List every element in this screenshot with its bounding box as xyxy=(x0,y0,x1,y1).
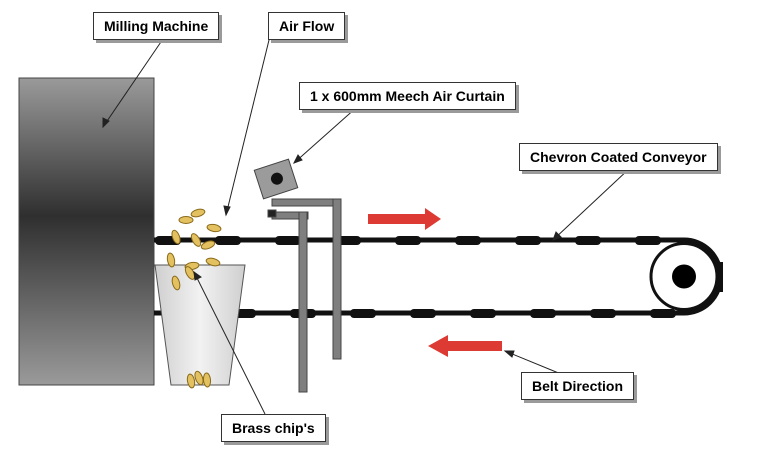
brass-chip xyxy=(186,373,196,389)
belt-cleat xyxy=(470,309,496,318)
arrow-icon-return xyxy=(428,335,502,357)
roller-icon xyxy=(649,242,723,311)
arrow-icon-forward xyxy=(368,208,441,230)
belt-cleat xyxy=(215,236,241,245)
belt-cleat xyxy=(515,236,541,245)
brass-chips-label: Brass chip's xyxy=(221,414,326,442)
milling-machine xyxy=(18,77,155,386)
milling-machine-label: Milling Machine xyxy=(93,12,220,40)
air-curtain-icon xyxy=(253,158,299,200)
air-curtain-frame xyxy=(267,198,342,393)
belt-cleat xyxy=(410,309,436,318)
brass-chip xyxy=(206,223,222,233)
belt-cleat xyxy=(275,236,301,245)
belt-cleat xyxy=(635,236,661,245)
brass-chip xyxy=(194,370,204,386)
brass-chips xyxy=(166,208,222,389)
belt-cleat xyxy=(530,309,556,318)
belt-cleat xyxy=(395,236,421,245)
brass-chip xyxy=(190,208,206,218)
air-flow-label: Air Flow xyxy=(268,12,346,40)
belt-cleat xyxy=(590,309,616,318)
belt-cleat xyxy=(650,309,676,318)
brass-chip xyxy=(171,275,181,291)
brass-chip xyxy=(178,216,194,224)
brass-chip xyxy=(171,229,181,245)
pointer-arrows xyxy=(102,35,631,415)
conveyor-label: Chevron Coated Conveyor xyxy=(519,143,718,171)
brass-chip xyxy=(202,372,212,388)
belt-cleat xyxy=(350,309,376,318)
belt-cleats-top xyxy=(155,236,661,245)
brass-chip xyxy=(166,252,176,268)
brass-chip xyxy=(205,257,221,267)
brass-chip xyxy=(184,266,196,280)
air-curtain-label: 1 x 600mm Meech Air Curtain xyxy=(299,82,516,110)
belt-cleat xyxy=(455,236,481,245)
belt-cleat xyxy=(575,236,601,245)
belt-direction-label: Belt Direction xyxy=(521,372,635,400)
belt-cleats-bottom xyxy=(170,309,676,318)
brass-chip xyxy=(190,233,202,247)
brass-chip xyxy=(200,240,216,250)
